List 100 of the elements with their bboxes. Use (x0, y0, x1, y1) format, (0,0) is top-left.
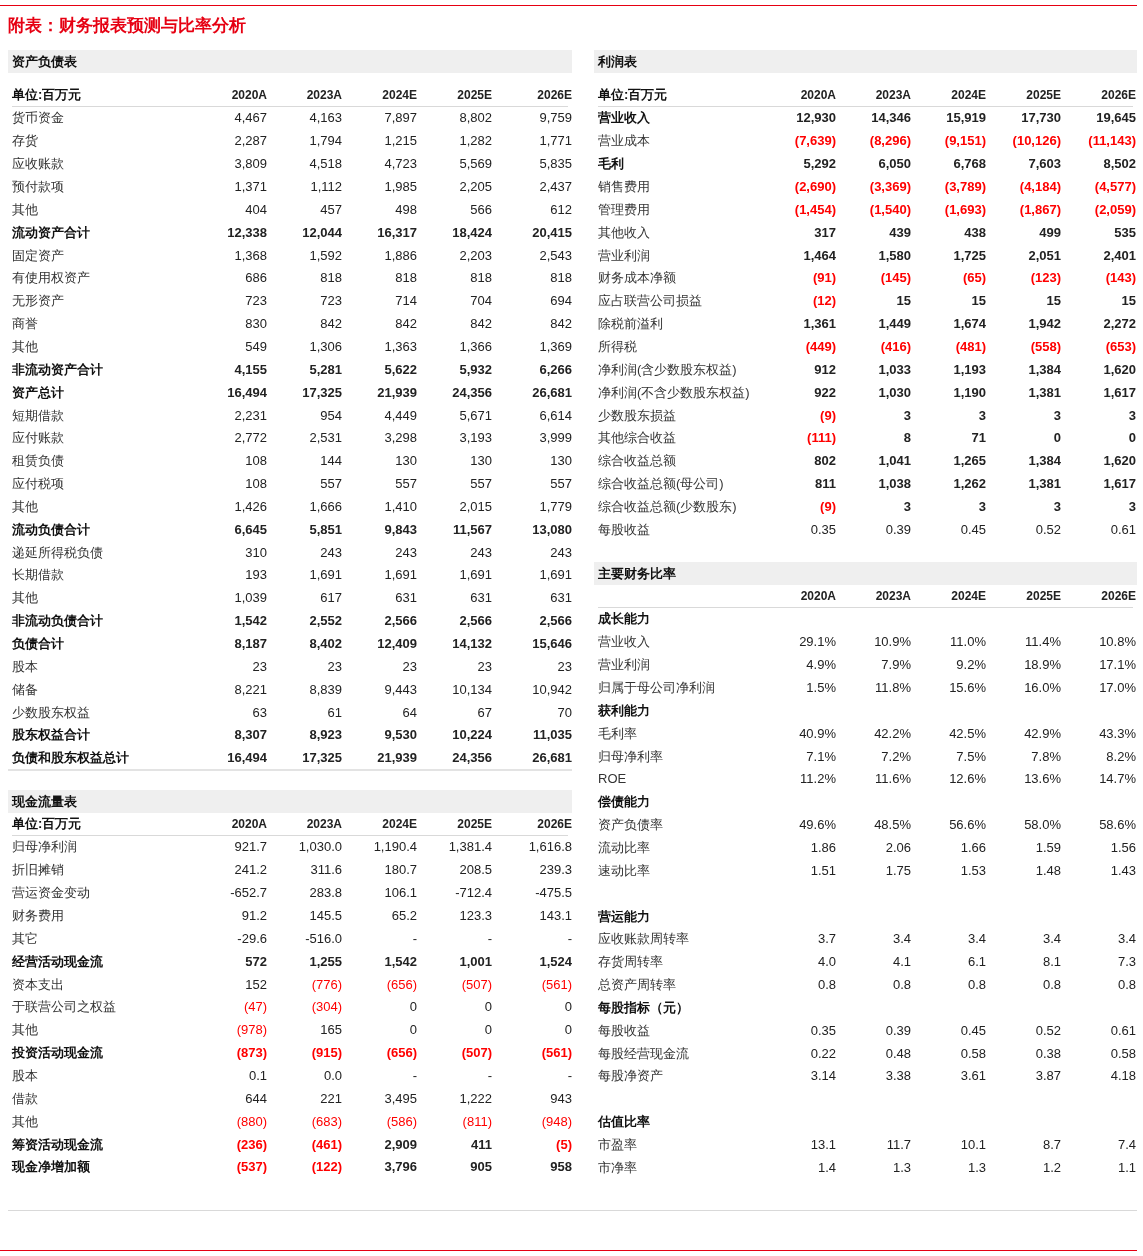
value-text: 1,384 (1028, 360, 1061, 379)
value-text: 11,567 (452, 520, 492, 539)
value-text: 243 (470, 543, 492, 562)
section-header-band: 资产负债表 (8, 50, 572, 73)
value-text: 208.5 (459, 861, 492, 880)
value-text: 11.0% (950, 633, 986, 652)
column-header: 2024E (951, 587, 986, 605)
value-text: 5,292 (803, 155, 836, 174)
value-text: 535 (1114, 223, 1136, 242)
value-text: 1,215 (384, 132, 417, 151)
value-text: 91.2 (241, 907, 267, 925)
value-text: 0.8 (892, 976, 911, 995)
value-text: 1,381.4 (448, 838, 492, 857)
value-text: 1,410 (384, 497, 417, 516)
value-text: 1,524 (539, 952, 572, 971)
value-text: 1,620 (1103, 360, 1136, 379)
row-label: 每股收益 (598, 520, 650, 539)
value-text: 23 (477, 657, 492, 676)
row-label: 货币资金 (12, 109, 64, 128)
value-text: (4,577) (1094, 178, 1136, 196)
value-text: 0 (484, 1021, 492, 1040)
value-text: (561) (541, 975, 572, 994)
unit-label: 单位:百万元 (12, 815, 82, 834)
row-label: 借款 (12, 1089, 38, 1108)
value-text: 842 (320, 315, 342, 334)
value-text: 5,569 (459, 155, 492, 174)
value-text: 14.7% (1099, 770, 1136, 789)
value-text: 15 (896, 292, 911, 311)
value-text: 1.43 (1110, 861, 1136, 880)
value-text: 143.1 (539, 907, 572, 925)
value-text: 1,222 (459, 1089, 492, 1108)
row-label: 其他 (12, 497, 38, 516)
value-text: 1,368 (234, 246, 267, 265)
value-text: 3.87 (1035, 1067, 1061, 1086)
value-text: 3 (978, 497, 986, 516)
value-text: 1,616.8 (528, 838, 572, 857)
value-text: (683) (311, 1112, 342, 1131)
row-label: 应收账款 (12, 155, 64, 174)
value-text: 0.8 (1117, 976, 1136, 995)
value-text: 1,369 (539, 337, 572, 356)
value-text: 0.35 (810, 520, 836, 539)
value-text: 12,338 (227, 223, 267, 242)
value-text: 2,051 (1028, 246, 1061, 265)
value-text: 0.45 (960, 520, 986, 539)
value-text: 7.5% (956, 747, 986, 766)
value-text: (873) (236, 1044, 267, 1063)
value-text: 4.0 (817, 953, 836, 972)
value-text: 1,306 (309, 337, 342, 356)
value-text: (4,184) (1019, 178, 1061, 196)
value-text: 130 (550, 452, 572, 471)
value-text: 1,426 (234, 497, 267, 516)
value-text: (123) (1030, 269, 1061, 288)
value-text: 130 (395, 452, 417, 471)
value-text: 20,415 (532, 223, 572, 242)
value-text: 4.18 (1110, 1067, 1136, 1086)
column-header: 2023A (875, 86, 911, 104)
value-text: 1,190.4 (373, 838, 417, 857)
column-header: 2023A (875, 587, 911, 605)
value-text: 2,437 (539, 178, 572, 196)
value-text: (9,151) (944, 132, 986, 151)
value-text: 5,932 (459, 360, 492, 379)
row-label: 综合收益总额 (598, 452, 676, 471)
value-text: 8,502 (1103, 155, 1136, 174)
value-text: 704 (470, 292, 492, 311)
row-label: 其它 (12, 929, 38, 948)
value-text: 2,272 (1103, 315, 1136, 334)
value-text: 0.8 (817, 976, 836, 995)
value-text: (91) (812, 269, 836, 288)
value-text: 239.3 (539, 861, 572, 880)
value-text: (5) (556, 1135, 572, 1154)
value-text: 2.06 (885, 838, 911, 857)
value-text: 0.61 (1110, 520, 1136, 539)
row-label: 毛利率 (598, 724, 637, 743)
row-label: 流动负债合计 (12, 520, 90, 539)
value-text: 8.7 (1042, 1136, 1061, 1154)
value-text: 12,930 (796, 109, 836, 128)
row-label: 归母净利率 (598, 747, 663, 766)
value-text: 11.4% (1025, 633, 1061, 652)
row-label: 财务费用 (12, 907, 64, 925)
value-text: 1,039 (234, 589, 267, 608)
value-text: (656) (386, 1044, 417, 1063)
value-text: 1,886 (384, 246, 417, 265)
value-text: (47) (243, 998, 267, 1017)
value-text: 0.52 (1035, 520, 1061, 539)
value-text: 16,494 (227, 383, 267, 402)
row-label: 速动比率 (598, 861, 650, 880)
value-text: 2,909 (384, 1135, 417, 1154)
value-text: 43.3% (1099, 724, 1136, 743)
value-text: 12.6% (949, 770, 986, 789)
row-label: 资产总计 (12, 383, 64, 402)
value-text: 0.0 (323, 1066, 342, 1085)
value-text: 165 (320, 1021, 342, 1040)
value-text: 23 (327, 657, 342, 676)
value-text: 152 (245, 975, 267, 994)
value-text: 3.4 (1042, 930, 1061, 949)
value-text: 1,361 (803, 315, 836, 334)
value-text: 17.0% (1099, 679, 1136, 697)
value-text: 12,409 (377, 635, 417, 653)
value-text: (145) (880, 269, 911, 288)
row-label: 折旧摊销 (12, 861, 64, 880)
